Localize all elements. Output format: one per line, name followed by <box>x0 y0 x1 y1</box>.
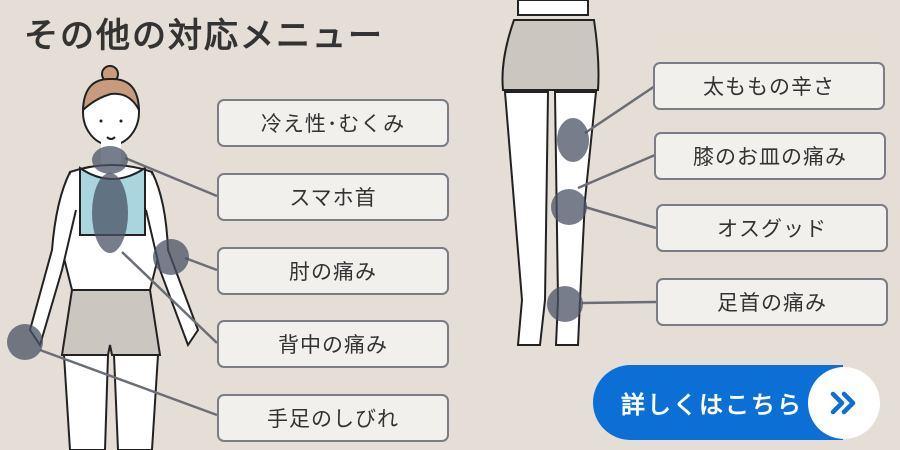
pain-markers <box>7 118 589 360</box>
marker-hand <box>7 324 43 360</box>
details-button-arrow[interactable] <box>808 367 880 439</box>
marker-knee <box>551 189 587 225</box>
figure-legs <box>501 0 600 346</box>
marker-elbow <box>153 239 189 275</box>
connector-lines <box>39 84 657 417</box>
menu-item-back-pain[interactable]: 背中の痛み <box>217 320 449 368</box>
menu-item-label: 肘の痛み <box>289 260 377 284</box>
menu-item-label: スマホ首 <box>289 186 377 210</box>
menu-item-kneecap-pain[interactable]: 膝のお皿の痛み <box>654 132 886 180</box>
menu-item-ankle-pain[interactable]: 足首の痛み <box>656 278 888 326</box>
details-button-label: 詳しくはこちら <box>621 391 803 419</box>
marker-back <box>92 173 128 253</box>
marker-neck <box>92 146 128 174</box>
menu-item-elbow-pain[interactable]: 肘の痛み <box>217 247 449 295</box>
menu-item-text-neck[interactable]: スマホ首 <box>217 173 449 221</box>
menu-item-thigh[interactable]: 太ももの辛さ <box>653 62 885 110</box>
menu-item-cold-swelling[interactable]: 冷え性･むくみ <box>217 99 449 147</box>
marker-ankle <box>547 286 583 322</box>
menu-item-label: 背中の痛み <box>278 333 388 357</box>
details-button[interactable]: 詳しくはこちら <box>593 365 843 440</box>
menu-item-label: 太ももの辛さ <box>703 75 835 99</box>
double-chevron-right-icon <box>830 391 856 415</box>
menu-item-osgood[interactable]: オスグッド <box>656 204 888 252</box>
menu-item-label: オスグッド <box>717 217 827 241</box>
menu-item-label: 冷え性･むくみ <box>260 112 406 136</box>
marker-thigh <box>557 118 589 162</box>
menu-item-label: 足首の痛み <box>717 291 827 315</box>
page-title: その他の対応メニュー <box>24 16 384 56</box>
menu-item-limb-numbness[interactable]: 手足のしびれ <box>217 394 449 442</box>
menu-item-label: 膝のお皿の痛み <box>693 145 847 169</box>
menu-item-label: 手足のしびれ <box>267 407 399 431</box>
